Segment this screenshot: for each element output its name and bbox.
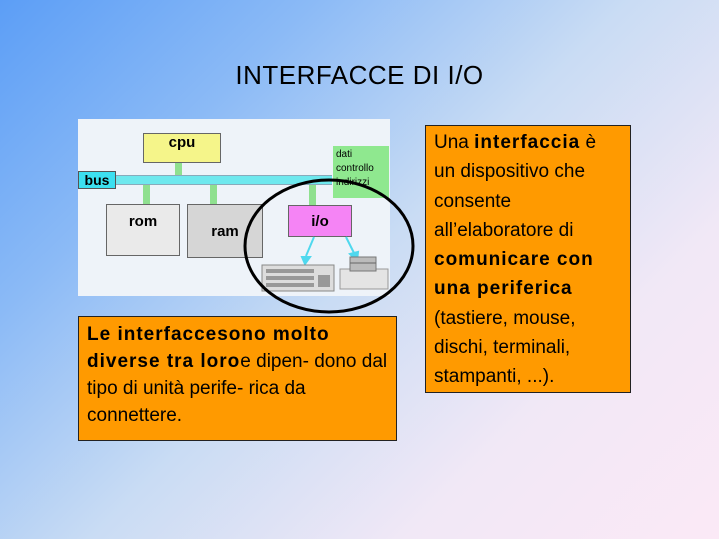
definition-text-1: Una — [434, 132, 475, 153]
interfaces-note-box: Le interfaccesono molto diverse tra loro… — [78, 316, 397, 441]
bus-line — [114, 175, 332, 185]
definition-text-3: (tastiere, mouse, dischi, terminali, sta… — [434, 307, 576, 388]
interface-definition-box: Una interfaccia è un dispositivo che con… — [425, 125, 631, 393]
devices-overlay — [261, 236, 389, 292]
definition-bold-1: interfaccia — [474, 132, 581, 153]
note-text: e dipen- dono dal tipo di unità perife- … — [87, 351, 388, 426]
computer-architecture-diagram: bus cpu rom ram i/o dati controllo indir… — [78, 119, 390, 296]
definition-bold-2: comunicare con una periferica — [434, 249, 594, 300]
bus-label: bus — [78, 171, 116, 189]
legend-controllo: controllo — [336, 163, 374, 174]
rom-box: rom — [106, 204, 180, 256]
legend-dati: dati — [336, 149, 353, 160]
slide-title: INTERFACCE DI I/O — [235, 60, 484, 90]
ram-connector — [210, 185, 217, 204]
rom-connector — [143, 185, 150, 204]
cpu-box: cpu — [143, 133, 221, 163]
definition-text-2: è un dispositivo che consente all’elabor… — [434, 132, 597, 241]
note-bold-text: Le interfaccesono molto diverse tra loro — [87, 324, 330, 372]
keyboard-icon — [261, 264, 335, 292]
cpu-connector — [175, 161, 182, 175]
printer-icon — [339, 256, 389, 290]
